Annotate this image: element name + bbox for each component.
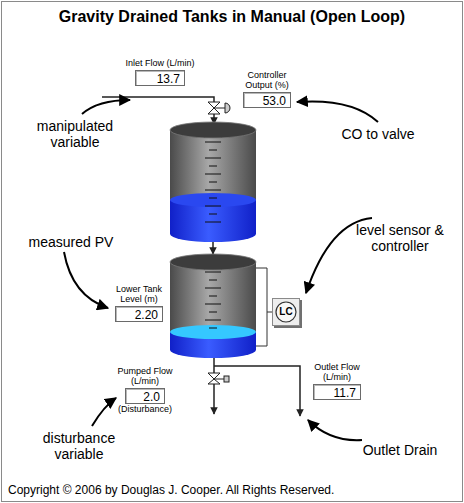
display-heading: Controller Output (%)	[240, 70, 294, 90]
copyright-caption: Copyright © 2006 by Douglas J. Cooper. A…	[8, 483, 334, 497]
scale-tick	[209, 280, 217, 281]
scale-tick	[209, 182, 217, 183]
scale-tick	[209, 312, 217, 313]
tank-connector	[212, 242, 214, 254]
callout-label: CO to valve	[330, 126, 426, 142]
scale-tick	[209, 166, 217, 167]
outlet-piping	[214, 358, 300, 416]
diagram-title: Gravity Drained Tanks in Manual (Open Lo…	[0, 8, 464, 26]
pump-valve	[208, 373, 229, 384]
value-readout: 13.7	[135, 70, 185, 86]
controller-box: LC	[272, 298, 300, 326]
scale-tick	[209, 214, 217, 215]
scale-tick	[205, 288, 221, 289]
display-heading: Lower Tank Level (m)	[112, 284, 166, 304]
controller-tag: LC	[273, 299, 299, 325]
inlet-valve	[208, 102, 230, 114]
callout-arrows	[64, 100, 378, 440]
scale-tick	[205, 174, 221, 175]
scale-tick	[205, 142, 221, 143]
controller-output-display: Controller Output (%) 53.0	[240, 70, 294, 108]
scale-tick	[209, 296, 217, 297]
value-readout: 2.20	[115, 306, 163, 322]
scale-tick	[209, 328, 217, 329]
callout-label: level sensor & controller	[344, 222, 456, 254]
value-readout: 11.7	[313, 384, 361, 400]
scale-tick	[205, 222, 221, 223]
lower-tank	[170, 254, 256, 358]
callout-label: measured PV	[16, 234, 126, 250]
scale-tick	[209, 198, 217, 199]
scale-tick	[205, 190, 221, 191]
outlet-flow-display: Outlet Flow (L/min) 11.7	[310, 362, 364, 400]
value-readout: 2.0	[125, 388, 165, 404]
display-heading: Pumped Flow (L/min)	[116, 366, 174, 386]
callout-label: manipulated variable	[20, 118, 130, 150]
upper-tank	[170, 122, 256, 242]
pumped-flow-display: Pumped Flow (L/min) 2.0(Disturbance)	[116, 366, 174, 415]
scale-tick	[205, 272, 221, 273]
scale-tick	[205, 206, 221, 207]
display-note: (Disturbance)	[116, 404, 174, 415]
callout-label: Outlet Drain	[350, 442, 450, 458]
scale-tick	[205, 158, 221, 159]
scale-tick	[209, 150, 217, 151]
callout-label: disturbance variable	[24, 430, 134, 462]
level-controller: LC	[272, 298, 300, 326]
display-heading: Outlet Flow (L/min)	[310, 362, 364, 382]
scale-tick	[205, 320, 221, 321]
level-sensor-wiring	[256, 268, 272, 346]
tank-level-display: Lower Tank Level (m) 2.20	[112, 284, 166, 322]
display-heading: Inlet Flow (L/min)	[118, 58, 202, 68]
inlet-flow-display: Inlet Flow (L/min) 13.7	[118, 58, 202, 86]
scale-tick	[205, 304, 221, 305]
value-readout: 53.0	[243, 92, 291, 108]
